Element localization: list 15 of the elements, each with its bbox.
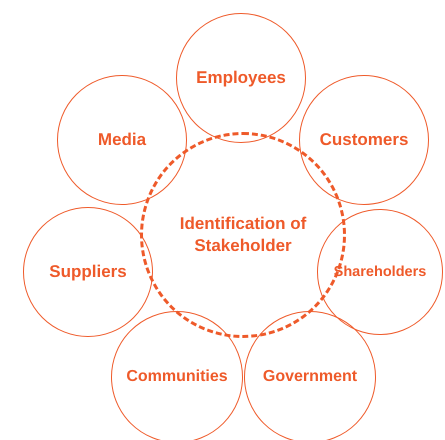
- stakeholder-circle: [299, 75, 429, 205]
- node-label: Identification of Stakeholder: [178, 212, 308, 257]
- node-label: Media: [98, 128, 146, 151]
- stakeholder-circle: [176, 13, 306, 143]
- node-label: Shareholders: [334, 262, 426, 282]
- node-label: Customers: [320, 128, 408, 151]
- node-label: Employees: [196, 66, 286, 89]
- node-label: Suppliers: [49, 260, 127, 283]
- stakeholder-circle: [111, 311, 243, 440]
- stakeholder-circle: [244, 311, 376, 440]
- node-label: Government: [262, 366, 358, 387]
- stakeholder-circle: [57, 75, 187, 205]
- stakeholder-circle: [317, 209, 443, 335]
- node-label: Communities: [126, 366, 228, 387]
- stakeholder-circle: [23, 207, 153, 337]
